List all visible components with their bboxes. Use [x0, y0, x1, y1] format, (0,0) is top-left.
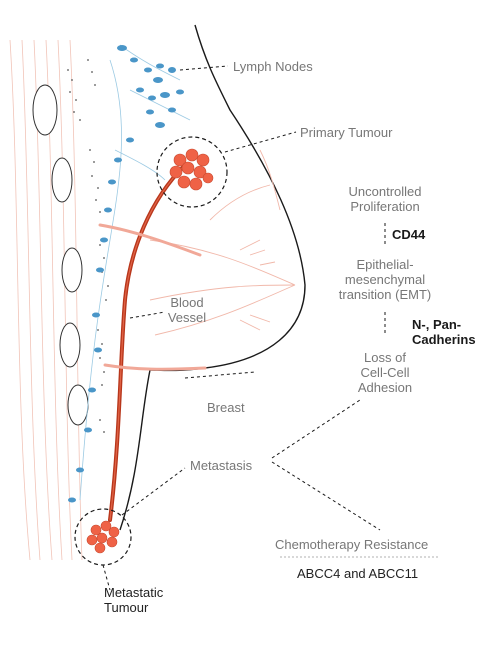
metastatic-tumour-cells	[86, 520, 120, 554]
label-line: Adhesion	[357, 380, 413, 395]
label-breast: Breast	[207, 400, 245, 415]
primary-tumour-ring	[156, 136, 228, 208]
label-line: N-, Pan-	[412, 317, 462, 332]
label-line: Cell-Cell	[360, 365, 410, 380]
label-line: transition (EMT)	[338, 287, 432, 302]
label-line: Blood	[170, 295, 204, 310]
label-line: Loss of	[364, 350, 406, 365]
label-line: Cadherins	[412, 332, 476, 347]
label-loss-of-adhesion: Loss of Cell-Cell Adhesion	[330, 350, 440, 395]
label-cd44: CD44	[392, 227, 426, 242]
label-blood-vessel: Blood Vessel	[162, 295, 212, 325]
breast-vessels	[98, 223, 207, 371]
label-abcc: ABCC4 and ABCC11	[297, 566, 419, 581]
lymphatic-vessels	[79, 44, 191, 501]
label-line: Metastatic	[104, 585, 164, 600]
intercostal-stipple	[67, 59, 109, 433]
label-line: Uncontrolled	[348, 184, 422, 199]
lymph-nodes	[68, 45, 184, 503]
leader-lines	[102, 65, 386, 591]
label-line: Epithelial-	[356, 257, 414, 272]
label-line: Proliferation	[350, 199, 420, 214]
primary-tumour-cells	[169, 148, 214, 191]
label-primary-tumour: Primary Tumour	[300, 125, 393, 140]
label-metastatic-tumour: Metastatic Tumour	[104, 585, 163, 615]
label-chemotherapy-resistance: Chemotherapy Resistance	[275, 537, 429, 552]
label-uncontrolled-proliferation: Uncontrolled Proliferation	[318, 184, 452, 214]
label-line: mesenchymal	[344, 272, 426, 287]
label-lymph-nodes: Lymph Nodes	[233, 59, 313, 74]
label-metastasis: Metastasis	[190, 458, 253, 473]
ribs	[32, 84, 89, 426]
label-line: Vessel	[167, 310, 207, 325]
label-emt: Epithelial- mesenchymal transition (EMT)	[318, 257, 452, 302]
label-line: Tumour	[104, 600, 149, 615]
label-cadherins: N-, Pan- Cadherins	[412, 317, 476, 347]
